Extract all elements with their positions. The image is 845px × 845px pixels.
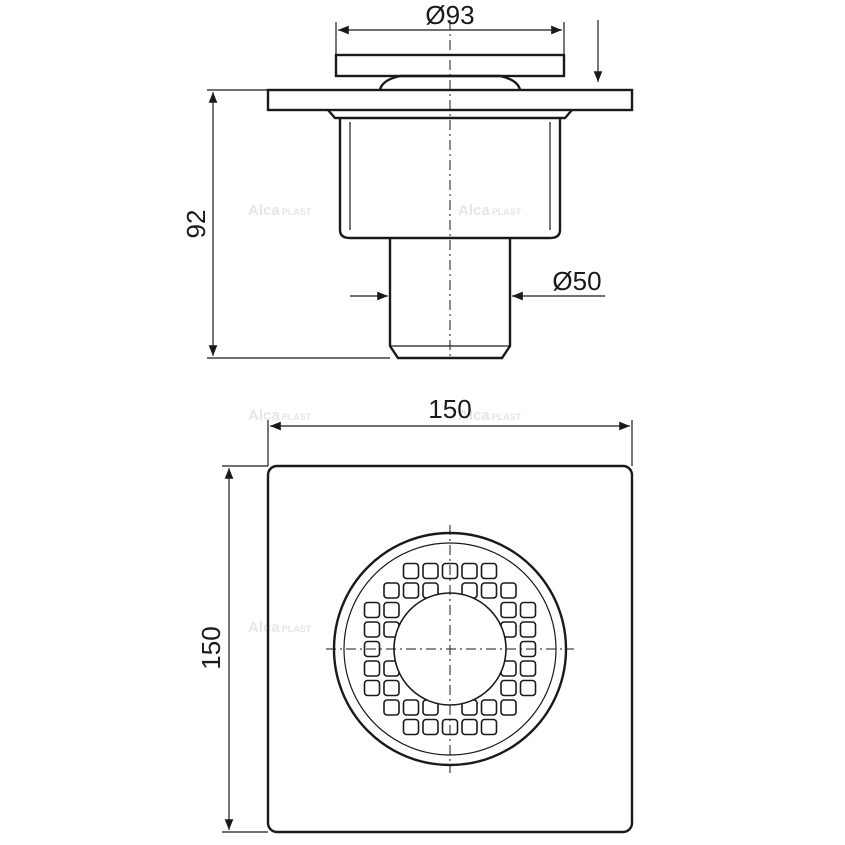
grate-cell bbox=[383, 699, 400, 716]
outlet-pipe bbox=[388, 238, 512, 360]
grate-cell bbox=[480, 562, 498, 580]
grate-cell bbox=[402, 582, 420, 599]
dia50-label: Ø50 bbox=[552, 266, 601, 296]
side-view: Ø93 92 Ø50 bbox=[181, 0, 634, 360]
grate-cell bbox=[363, 679, 381, 697]
grate-cell bbox=[519, 679, 537, 697]
grate-cell bbox=[500, 679, 517, 697]
grate-cell bbox=[500, 699, 517, 716]
square-frame bbox=[266, 464, 634, 834]
w150-label: 150 bbox=[428, 394, 471, 424]
grate-cell bbox=[461, 562, 478, 580]
grate-cell bbox=[480, 718, 498, 736]
grate-cell bbox=[383, 582, 400, 599]
grate-cell bbox=[402, 699, 420, 716]
grate-cell bbox=[480, 699, 498, 716]
grate-cell bbox=[519, 601, 537, 619]
grate-cell bbox=[519, 621, 537, 638]
grate-cell bbox=[402, 562, 420, 580]
grate-cell bbox=[480, 582, 498, 599]
grate-cell bbox=[519, 660, 537, 677]
grate-cell bbox=[422, 562, 439, 580]
grate-cell bbox=[363, 660, 381, 677]
grate-cell bbox=[461, 718, 478, 736]
h92-label: 92 bbox=[181, 210, 211, 239]
body-lip bbox=[327, 109, 573, 120]
grate-cell bbox=[383, 601, 400, 619]
grate-cell bbox=[383, 679, 400, 697]
top-view: 150 150 bbox=[196, 394, 634, 834]
grate-cell bbox=[402, 718, 420, 736]
grate-cell bbox=[422, 718, 439, 736]
grate-cell bbox=[363, 621, 381, 638]
body-cup bbox=[338, 118, 562, 240]
grate-pattern bbox=[363, 562, 537, 736]
grate-cell bbox=[500, 582, 517, 599]
grate-cell bbox=[363, 601, 381, 619]
d150-label: 150 bbox=[196, 626, 226, 669]
dia93-label: Ø93 bbox=[425, 0, 474, 30]
grate-cell bbox=[500, 601, 517, 619]
